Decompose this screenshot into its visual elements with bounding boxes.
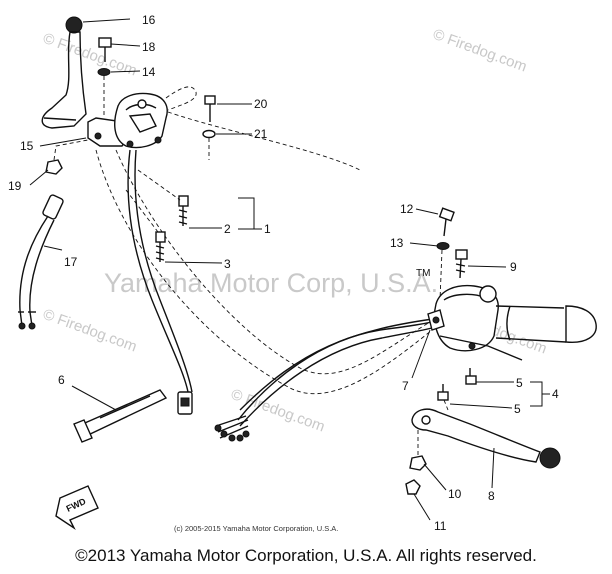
callout-21: 21 (254, 127, 268, 141)
watermark-yamaha-center: Yamaha Motor Corp, U.S.A. (104, 268, 438, 298)
choke-lever-16 (41, 16, 87, 129)
callout-7: 7 (402, 379, 409, 393)
guide-dash-2 (137, 169, 181, 201)
washer-13 (436, 242, 450, 250)
callout-4: 4 (552, 387, 559, 401)
callout-5-upper: 5 (516, 376, 523, 390)
right-handlebar-switch (427, 284, 499, 352)
callout-13: 13 (390, 236, 404, 250)
bolt-18 (98, 37, 112, 62)
harness-connector (214, 415, 250, 442)
callout-1: 1 (264, 222, 271, 236)
guide-dash-12 (439, 249, 443, 301)
guide-dash-5 (443, 399, 449, 411)
guide-dash-20 (167, 111, 361, 171)
callout-16: 16 (142, 13, 156, 27)
throttle-grip (495, 305, 597, 343)
guide-dash-19 (53, 139, 89, 161)
nut-19 (45, 159, 63, 175)
callout-15: 15 (20, 139, 34, 153)
guide-dash-3 (125, 189, 159, 233)
handlebar-guide-dash-1 (115, 149, 431, 375)
bolt-20 (204, 95, 216, 122)
callout-10: 10 (448, 487, 462, 501)
main-cable-outer (239, 317, 441, 411)
callout-9: 9 (510, 260, 517, 274)
callout-20: 20 (254, 97, 268, 111)
left-switch-cable (127, 149, 189, 393)
washer-21 (202, 129, 216, 139)
callout-14: 14 (142, 65, 156, 79)
main-cable-lower (239, 325, 441, 427)
washer-14 (97, 68, 111, 76)
small-copyright: (c) 2005-2015 Yamaha Motor Corporation, … (174, 524, 338, 533)
choke-wire-17 (18, 194, 64, 330)
callout-12: 12 (400, 202, 414, 216)
callout-6: 6 (58, 373, 65, 387)
screw-9 (455, 249, 468, 279)
right-switch-cable (439, 335, 523, 361)
callout-3: 3 (224, 257, 231, 271)
callout-8: 8 (488, 489, 495, 503)
bolt-5-lower (437, 384, 449, 401)
bolt-12 (438, 207, 455, 237)
bolt-5-upper (465, 368, 477, 385)
nut-11 (405, 479, 421, 495)
nut-10 (409, 455, 427, 471)
screw-2 (178, 195, 189, 226)
callout-5-lower: 5 (514, 402, 521, 416)
brake-lever-8 (411, 408, 561, 469)
left-switch-cable-outer (134, 149, 193, 393)
screw-3 (155, 231, 166, 262)
callout-19: 19 (8, 179, 22, 193)
callout-2: 2 (224, 222, 231, 236)
callout-11: 11 (434, 519, 447, 533)
watermark-firedog-mid-left: © Firedog.com (41, 306, 139, 356)
callout-18: 18 (142, 40, 156, 54)
watermark-firedog-top-right: © Firedog.com (431, 26, 529, 76)
trademark-mark: TM (416, 268, 430, 279)
footer-copyright: ©2013 Yamaha Motor Corporation, U.S.A. A… (75, 546, 537, 565)
cable-band-6 (73, 389, 168, 443)
left-handlebar-switch (114, 86, 197, 149)
leader-lines (29, 18, 550, 521)
fwd-arrow: FWD (55, 485, 99, 531)
left-cable-connector (177, 391, 193, 415)
callout-17: 17 (64, 255, 78, 269)
